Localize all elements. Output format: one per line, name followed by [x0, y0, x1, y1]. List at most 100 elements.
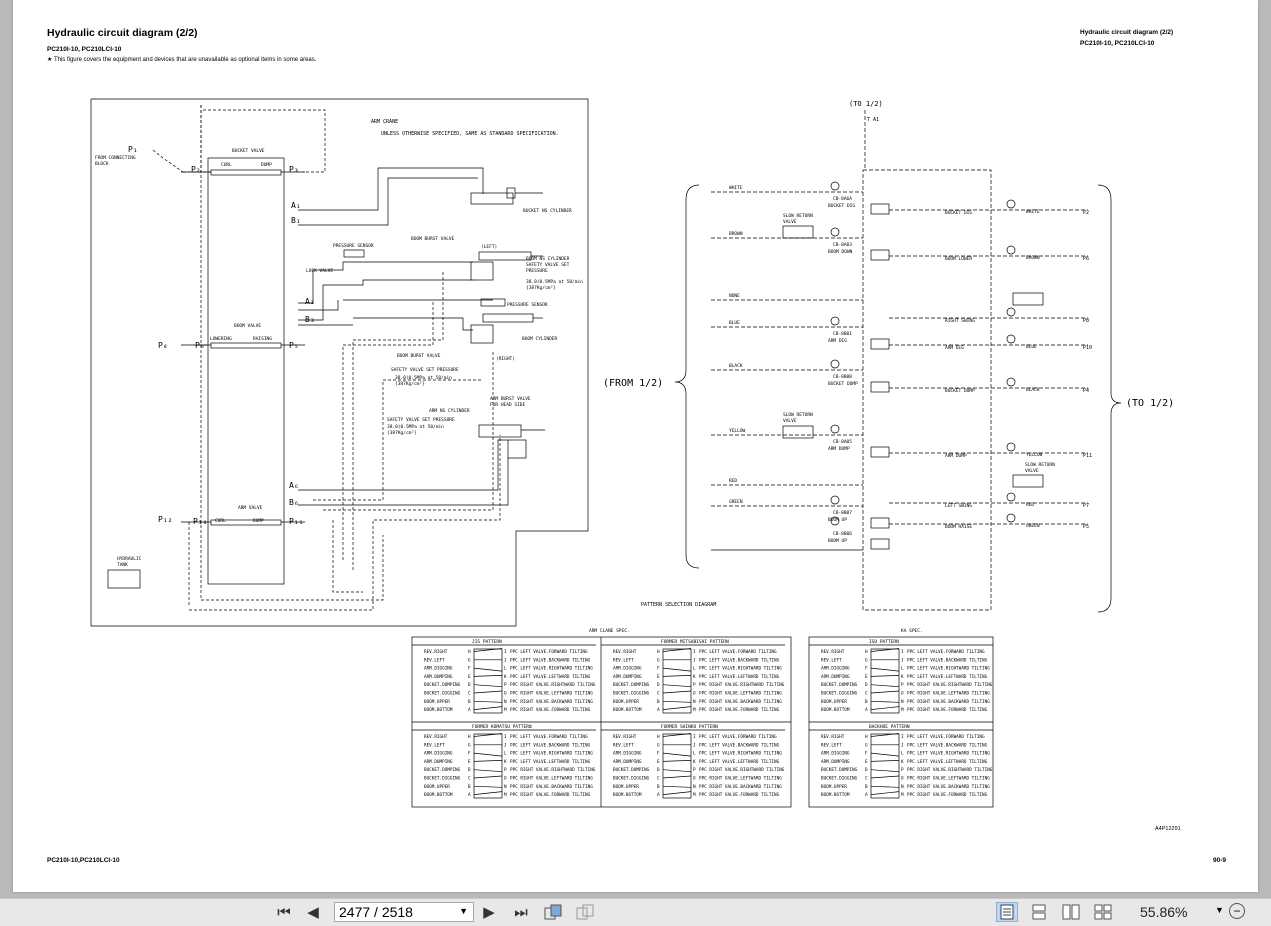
- pattern-item-text: PPC LEFT VALVE.FORWARD TILTING: [907, 649, 985, 655]
- output-function-label: RIGHT SWING: [945, 318, 975, 324]
- pattern-row-letter: F: [865, 751, 868, 757]
- pattern-item-letter: P: [504, 682, 507, 688]
- output-port-label: P11: [1083, 453, 1092, 459]
- pattern-item-text: PPC LEFT VALVE.RIGHTWARD TILTING: [907, 751, 990, 757]
- zoom-dropdown-icon[interactable]: ▼: [1215, 905, 1224, 915]
- page-number-input[interactable]: 2477 / 2518 ▼: [334, 902, 474, 922]
- pattern-row-letter: G: [865, 742, 868, 748]
- first-page-icon[interactable]: ⏮: [277, 903, 291, 921]
- zoom-level[interactable]: 55.86%: [1140, 904, 1188, 920]
- output-switch-icon: [1006, 492, 1016, 502]
- pattern-row-letter: F: [468, 751, 471, 757]
- pressure-switch-icon: [830, 227, 840, 237]
- svg-text:(TO 1/2): (TO 1/2): [849, 100, 883, 108]
- function-label: ARM DUMP: [828, 446, 850, 452]
- arm-crane-heading: ARM CRANE: [371, 119, 398, 125]
- cb-label: CB-8B07: [833, 510, 852, 516]
- pattern-item-text: PPC LEFT VALVE.LEFTWARD TILTING: [510, 674, 591, 680]
- pattern-row-label: BUCKET.DUMPING: [424, 767, 461, 773]
- next-page-icon[interactable]: ▶: [483, 904, 495, 921]
- output-function-label: BUCKET DUMP: [945, 388, 975, 394]
- pattern-item-text: PPC LEFT VALVE.BACKWARD TILTING: [510, 657, 591, 663]
- svg-text:SLOW RETURN: SLOW RETURN: [1025, 462, 1055, 468]
- rotate-view-icon[interactable]: [542, 902, 564, 922]
- svg-text:RAISING: RAISING: [253, 336, 272, 342]
- two-page-view-icon[interactable]: [1060, 902, 1082, 922]
- pattern-row-letter: B: [865, 784, 868, 790]
- chevron-down-icon[interactable]: ▼: [459, 906, 468, 916]
- pattern-row-label: BOOM.BOTTOM: [613, 792, 642, 798]
- two-page-continuous-icon[interactable]: [1092, 902, 1114, 922]
- page-number: 90-9: [1213, 857, 1227, 864]
- pattern-row-label: BUCKET.DUMPING: [424, 682, 461, 688]
- pattern-row-letter: G: [657, 657, 660, 663]
- svg-text:PATTERN SELECTION DIAGRAM: PATTERN SELECTION DIAGRAM: [641, 602, 716, 608]
- pattern-row-label: BUCKET.DIGGING: [821, 691, 858, 697]
- wire-color-label: GREEN: [729, 499, 743, 505]
- svg-text:KA SPEC.: KA SPEC.: [901, 628, 923, 634]
- pattern-item-letter: J: [901, 742, 904, 748]
- shuttle-valve: [870, 446, 890, 458]
- pattern-row-label: REV.LEFT: [613, 742, 634, 748]
- svg-text:DUMP: DUMP: [261, 162, 272, 168]
- last-page-icon[interactable]: ⏭: [514, 903, 528, 921]
- pattern-item-letter: O: [693, 776, 696, 782]
- zoom-out-button[interactable]: −: [1229, 903, 1245, 919]
- pattern-row-letter: H: [865, 734, 868, 740]
- svg-text:B₆: B₆: [289, 498, 299, 507]
- pattern-item-text: PPC RIGHT VALVE.RIGHTWARD TILTING: [510, 682, 596, 688]
- output-color-label: YELLOW: [1026, 452, 1043, 458]
- pattern-item-letter: L: [504, 666, 507, 672]
- svg-text:SLOW RETURN: SLOW RETURN: [783, 412, 813, 418]
- pattern-item-letter: N: [504, 784, 507, 790]
- output-color-label: WHITE: [1026, 209, 1040, 215]
- pattern-row-label: REV.RIGHT: [424, 649, 448, 655]
- pattern-item-text: PPC LEFT VALVE.RIGHTWARD TILTING: [510, 751, 593, 757]
- wire-color-label: BLACK: [729, 363, 743, 369]
- pattern-item-text: PPC LEFT VALVE.FORWARD TILTING: [699, 734, 777, 740]
- function-label: BOOM DOWN: [828, 249, 853, 255]
- svg-text:B₃: B₃: [305, 315, 315, 324]
- page-layout-icon[interactable]: [574, 902, 596, 922]
- continuous-view-icon[interactable]: [1028, 902, 1050, 922]
- pattern-row-letter: A: [865, 792, 868, 798]
- pattern-item-letter: J: [504, 742, 507, 748]
- pattern-row-letter: G: [657, 742, 660, 748]
- prev-page-icon[interactable]: ◀: [307, 904, 319, 921]
- wire-color-label: RED: [729, 478, 737, 484]
- pattern-row-letter: D: [657, 682, 660, 688]
- pattern-item-letter: P: [693, 767, 696, 773]
- output-switch-icon: [1006, 199, 1016, 209]
- pattern-row-letter: H: [468, 734, 471, 740]
- pattern-item-text: PPC RIGHT VALVE.LEFTWARD TILTING: [699, 776, 782, 782]
- pattern-row-label: BUCKET.DUMPING: [821, 682, 858, 688]
- document-page: Hydraulic circuit diagram (2/2) PC210I-1…: [13, 0, 1258, 892]
- single-page-view-icon[interactable]: [996, 902, 1018, 922]
- pattern-item-text: PPC RIGHT VALVE.FORWARD TILTING: [510, 707, 591, 713]
- svg-text:VALVE: VALVE: [783, 219, 797, 225]
- svg-text:P₁₂: P₁₂: [158, 515, 172, 524]
- pattern-item-letter: M: [504, 792, 507, 798]
- pattern-row-label: BOOM.UPPER: [613, 699, 639, 705]
- output-function-label: BUCKET DIG: [945, 210, 972, 216]
- pattern-item-text: PPC RIGHT VALVE.BACKWARD TILTING: [907, 699, 990, 705]
- pilot-lines: [152, 105, 501, 611]
- pressure-switch-icon: [830, 181, 840, 191]
- pattern-wiring-box: [870, 648, 900, 714]
- output-port-label: P6: [1083, 256, 1089, 262]
- pattern-item-text: PPC RIGHT VALVE.RIGHTWARD TILTING: [907, 767, 993, 773]
- pattern-row-letter: E: [657, 759, 660, 765]
- pattern-row-label: REV.LEFT: [821, 657, 842, 663]
- pattern-row-label: BUCKET.DIGGING: [613, 691, 650, 697]
- pattern-item-letter: I: [693, 649, 696, 655]
- pattern-row-label: ARM.DIGGING: [821, 751, 850, 757]
- pattern-row-label: ARM.DIGGING: [821, 666, 850, 672]
- cb-label: CB-8B06: [833, 531, 852, 537]
- pattern-row-label: BUCKET.DIGGING: [821, 776, 858, 782]
- hydraulic-tank: [107, 569, 141, 589]
